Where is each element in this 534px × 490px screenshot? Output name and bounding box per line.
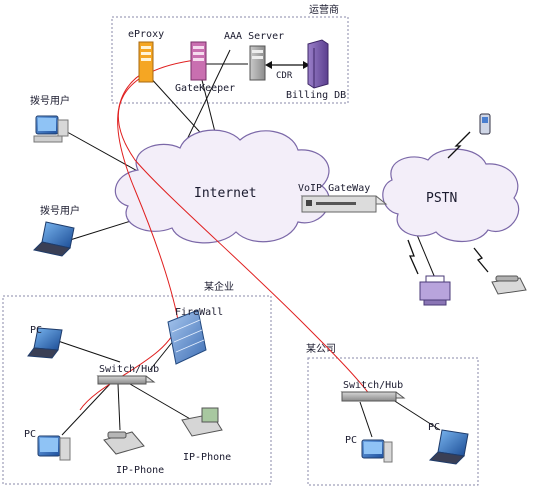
pstn-label: PSTN [426, 191, 457, 206]
company-region-box [307, 357, 479, 486]
dialup-user-1: 拨号用户 [30, 94, 70, 143]
enterprise-firewall: FireWall [167, 307, 223, 365]
company-pc-2: PC [428, 422, 469, 465]
internet-label: Internet [194, 186, 257, 201]
enterprise-pc-1-label: PC [30, 325, 42, 336]
lightning-bolt-fax [407, 239, 419, 275]
company-switch: Switch/Hub [340, 380, 406, 402]
enterprise-region-label: 某企业 [204, 280, 234, 293]
aaa-server-label: AAA Server [224, 31, 284, 42]
enterprise-switch-label: Switch/Hub [99, 364, 159, 375]
lightning-bolt-mobile [447, 131, 471, 159]
operator-region-label: 运营商 [309, 3, 339, 16]
company-switch-label: Switch/Hub [343, 380, 403, 391]
enterprise-region-box [2, 295, 272, 485]
enterprise-pc-2-label: PC [24, 429, 36, 440]
firewall-label: FireWall [175, 307, 223, 318]
eproxy-label: eProxy [128, 29, 164, 40]
enterprise-pc-1: PC [27, 325, 63, 359]
lightning-bolt-phone [473, 247, 489, 273]
pstn-cloud: PSTN [382, 148, 520, 242]
cdr-label: CDR [276, 71, 293, 81]
company-pc-2-label: PC [428, 422, 440, 433]
voip-gateway-device: VoIP GateWay [298, 183, 388, 213]
billing-db-server: Billing DB [286, 39, 346, 101]
dialup-user-2: 拨号用户 [32, 204, 80, 257]
desk-phone [491, 275, 527, 295]
internet-cloud: Internet [114, 129, 330, 244]
ip-phone-1-label: IP-Phone [116, 465, 164, 476]
aaa-server: AAA Server [224, 31, 284, 81]
billing-db-label: Billing DB [286, 90, 346, 101]
enterprise-pc-2: PC [24, 429, 71, 461]
mobile-phone [479, 113, 491, 135]
company-pc-1: PC [345, 435, 393, 463]
voip-gateway-label: VoIP GateWay [298, 183, 370, 194]
cdr-link [265, 61, 310, 69]
dialup-user-2-label: 拨号用户 [40, 204, 80, 217]
dialup-user-1-label: 拨号用户 [30, 94, 70, 107]
gatekeeper-server: GateKeeper [175, 41, 235, 94]
gatekeeper-label: GateKeeper [175, 83, 235, 94]
eproxy-server: eProxy [128, 29, 164, 83]
enterprise-switch: Switch/Hub [96, 364, 159, 385]
ip-phone-2-label: IP-Phone [183, 452, 231, 463]
fax-machine [419, 275, 451, 306]
operator-region-box [111, 16, 349, 104]
company-pc-1-label: PC [345, 435, 357, 446]
enterprise-ip-phone-2: IP-Phone [181, 407, 231, 463]
enterprise-ip-phone-1: IP-Phone [103, 431, 164, 476]
company-region-label: 某公司 [306, 343, 336, 355]
